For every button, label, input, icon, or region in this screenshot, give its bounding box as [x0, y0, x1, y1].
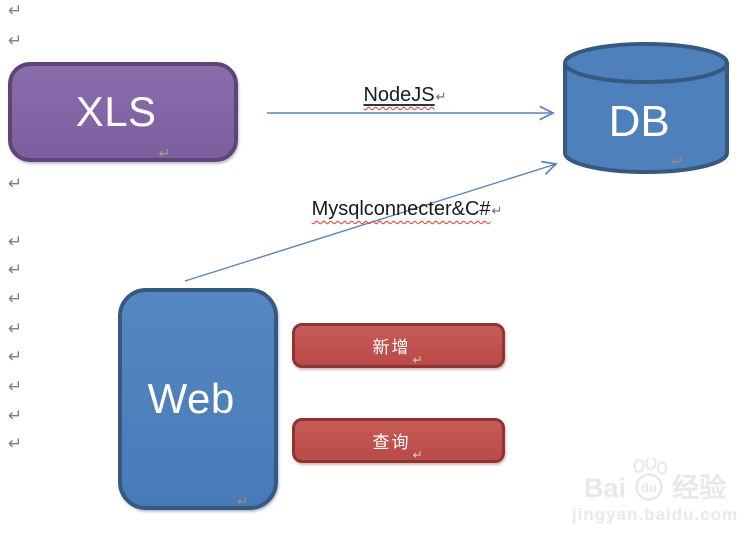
- query-button-shape[interactable]: 查询 ↵: [292, 418, 505, 463]
- web-shape-label: Web: [147, 375, 235, 422]
- watermark-jingyan-text: 经验: [672, 473, 727, 503]
- add-button-label: 新增: [372, 338, 411, 357]
- watermark-url: jingyan.baidu.com: [571, 505, 739, 524]
- paragraph-mark: ↵: [8, 434, 23, 453]
- db-text: DB: [608, 97, 670, 146]
- line-break-mark: ↵: [158, 145, 171, 161]
- paragraph-mark: ↵: [8, 260, 23, 279]
- query-button-label: 查询: [372, 433, 411, 452]
- paragraph-mark: ↵: [8, 319, 23, 338]
- paragraph-mark: ↵: [8, 289, 23, 308]
- mysql-text: Mysqlconnecter&C#: [311, 198, 491, 220]
- paragraph-mark: ↵: [8, 347, 23, 366]
- paragraph-mark: ↵: [8, 174, 23, 193]
- add-button-shape[interactable]: 新增 ↵: [292, 323, 505, 368]
- xls-shape-label: XLS: [75, 88, 157, 135]
- arrow-web-to-db[interactable]: [184, 160, 558, 282]
- watermark-du-text: du: [641, 480, 657, 495]
- watermark-bai-text: Bai: [583, 473, 627, 503]
- line-break-mark: ↵: [412, 448, 425, 462]
- paragraph-mark: ↵: [8, 406, 23, 425]
- line-break-mark: ↵: [671, 153, 684, 169]
- nodejs-connector-label: NodeJS↵: [335, 84, 475, 107]
- line-break-mark: ↵: [435, 89, 447, 104]
- baidu-jingyan-watermark: Bai du 经验 jingyan.baidu.com: [566, 458, 744, 525]
- paragraph-mark: ↵: [8, 377, 23, 396]
- mysql-connector-label: Mysqlconnecter&C#↵: [297, 198, 517, 221]
- db-cylinder-shape[interactable]: [561, 40, 731, 176]
- paragraph-mark: ↵: [8, 232, 23, 251]
- line-break-mark: ↵: [236, 493, 249, 509]
- line-break-mark: ↵: [412, 353, 425, 367]
- baidu-paw-icon: du: [633, 458, 668, 501]
- nodejs-text: NodeJS: [363, 84, 435, 106]
- paragraph-mark: ↵: [8, 31, 23, 50]
- web-shape[interactable]: Web ↵: [118, 288, 278, 510]
- db-shape-label: DB ↵: [561, 97, 731, 169]
- paragraph-mark: ↵: [8, 1, 23, 20]
- line-break-mark: ↵: [491, 203, 503, 218]
- xls-shape[interactable]: XLS ↵: [8, 62, 238, 162]
